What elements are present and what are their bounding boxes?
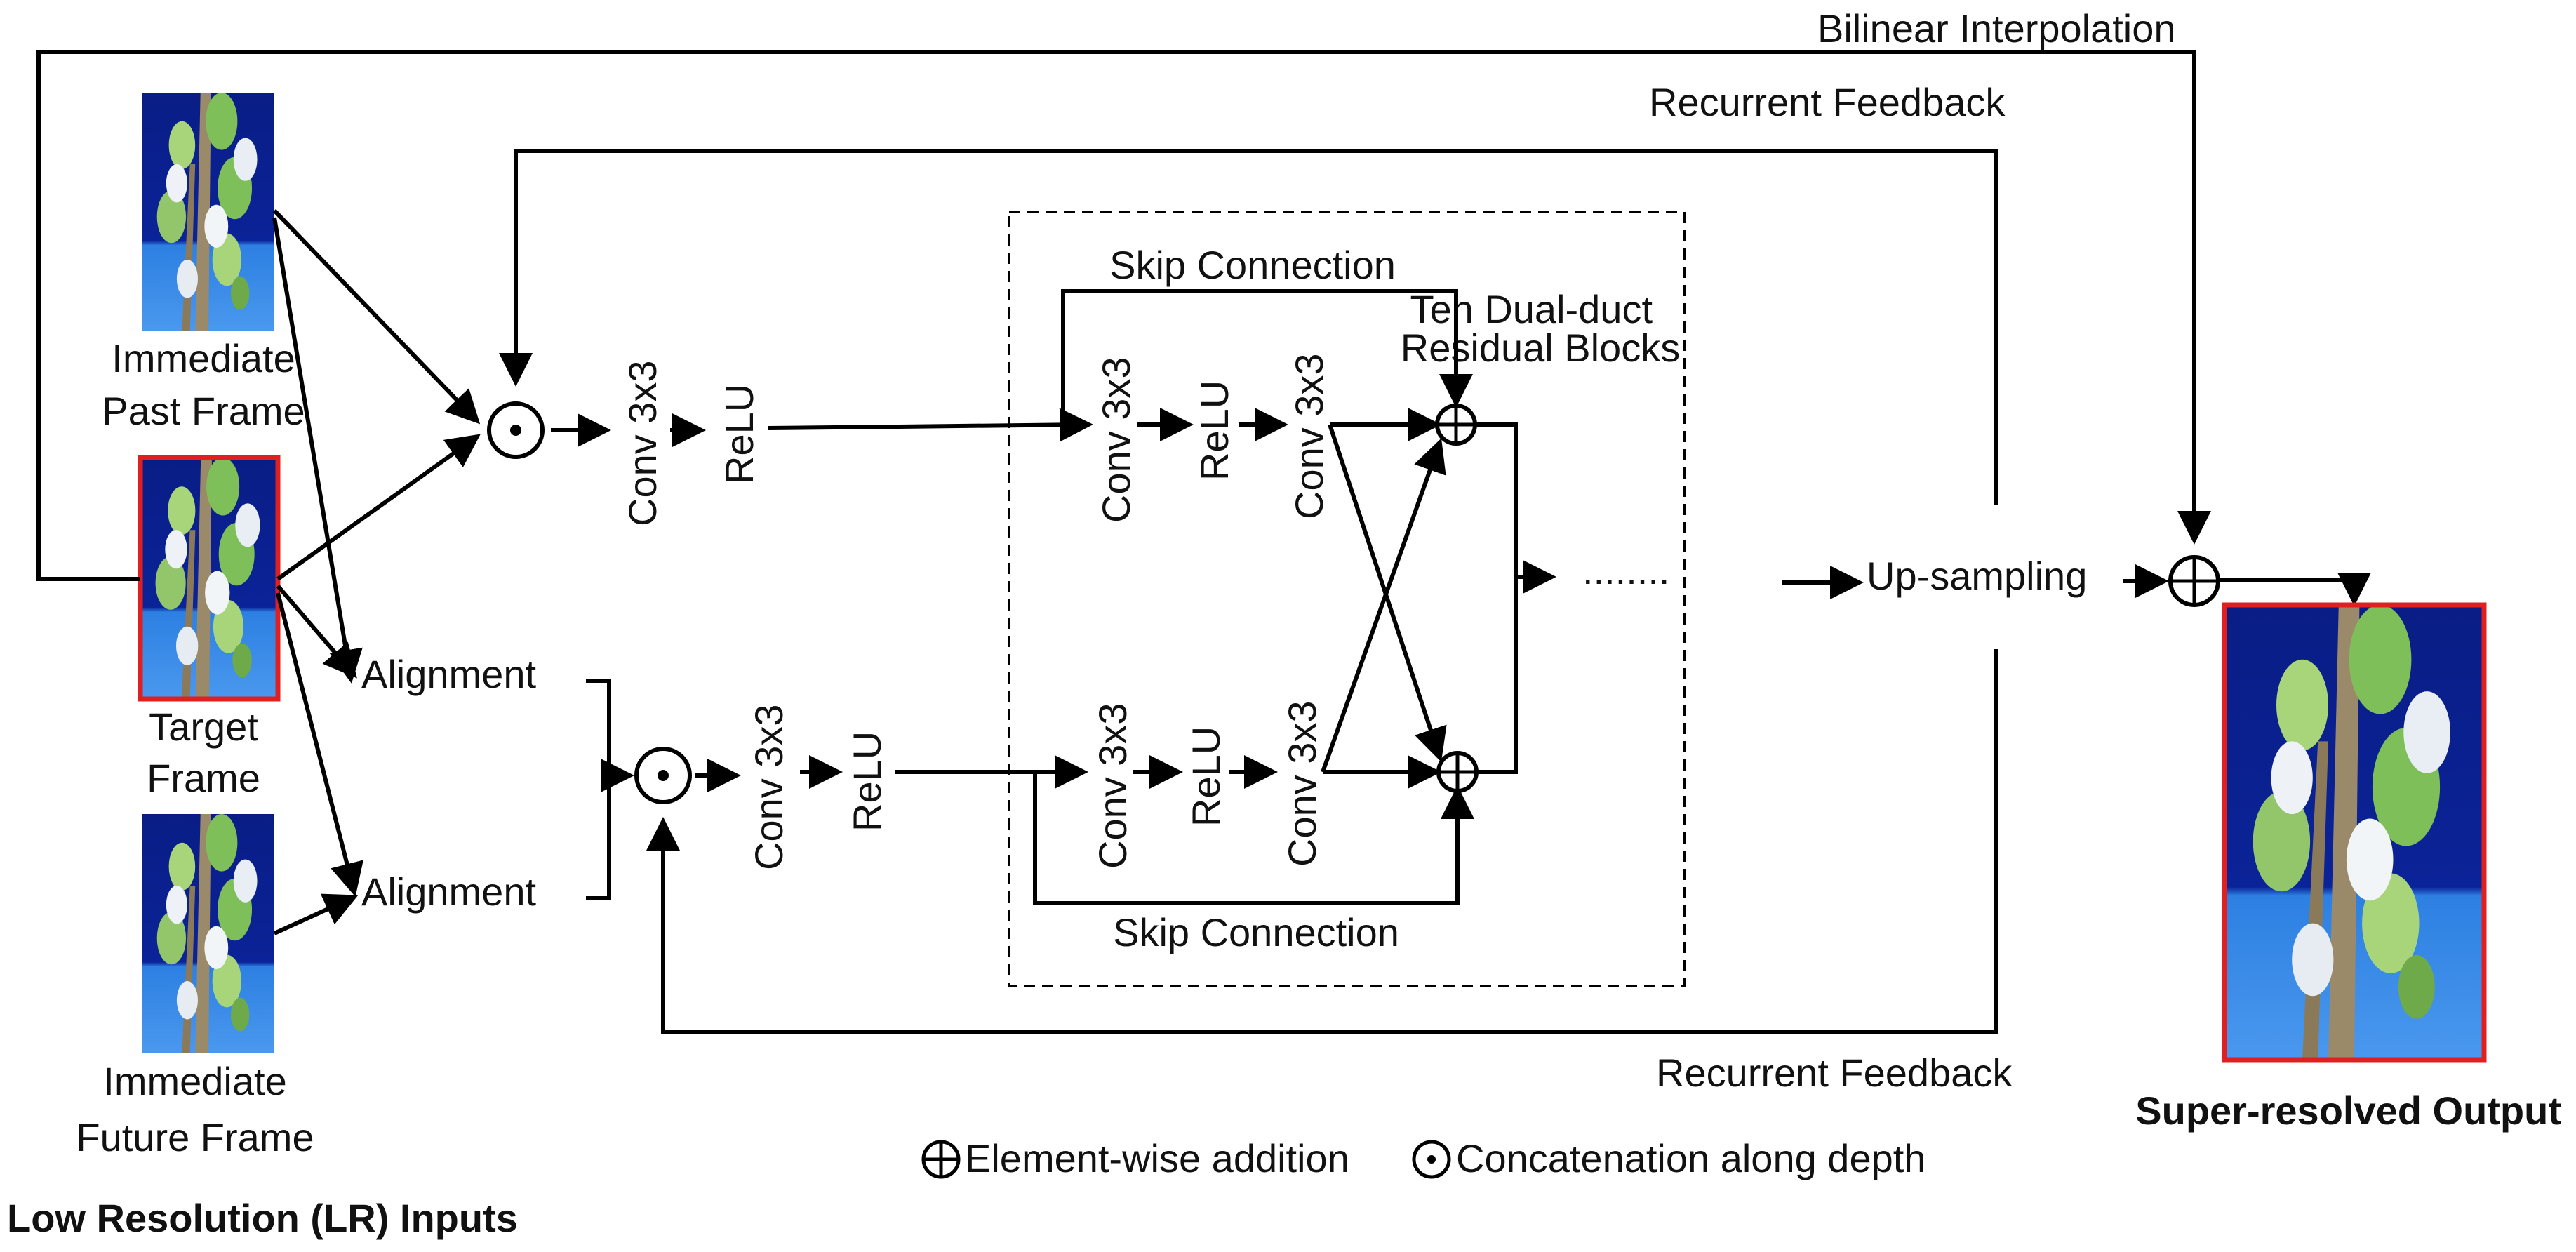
future-frame-image <box>142 814 274 1053</box>
alignment-a-label: Alignment <box>361 652 536 696</box>
add-top-icon <box>1435 404 1477 446</box>
legend: Element-wise addition Concatenation alon… <box>921 1136 1926 1180</box>
recurrent-feedback-top-label: Recurrent Feedback <box>1649 80 2006 124</box>
output-caption: Super-resolved Output <box>2135 1088 2561 1133</box>
bottom-duct-to-add-top-arrow <box>1321 438 1446 773</box>
future-frame-label-2: Future Frame <box>76 1115 314 1159</box>
conv-bottom-label: Conv 3x3 <box>747 704 791 870</box>
past-frame-label-1: Immediate <box>112 336 295 380</box>
target-to-alignment-b-arrow <box>276 592 363 897</box>
skip-connection-bottom-label: Skip Connection <box>1113 910 1399 954</box>
inner-conv-bottom-b-label: Conv 3x3 <box>1280 700 1324 867</box>
legend-concat-icon <box>1412 1140 1451 1179</box>
merge-bracket <box>1475 422 1518 774</box>
block-title-2: Residual Blocks <box>1401 326 1680 370</box>
skip-connection-top-label: Skip Connection <box>1109 243 1396 287</box>
target-to-concat-arrow <box>276 434 481 581</box>
target-to-alignment-a-arrow <box>276 585 357 679</box>
recurrent-feedback-bottom-path <box>646 649 1998 1034</box>
inner-conv-top-a-label: Conv 3x3 <box>1094 357 1138 523</box>
inputs-caption: Low Resolution (LR) Inputs <box>7 1196 518 1240</box>
add-bottom-icon <box>1436 751 1479 793</box>
target-frame-image <box>138 455 281 702</box>
past-frame-label-2: Past Frame <box>102 389 305 433</box>
block-title-1: Ten Dual-duct <box>1410 287 1653 331</box>
relu-to-block-top-arrow <box>768 408 1093 442</box>
recurrent-feedback-top-path <box>499 149 1998 505</box>
alignment-b-label: Alignment <box>361 870 536 914</box>
bilinear-path <box>36 50 2211 581</box>
dots-label: ........ <box>1582 548 1669 592</box>
alignment-bracket <box>586 679 611 900</box>
concat-top-icon <box>487 401 545 459</box>
output-add-icon <box>2168 555 2220 607</box>
residual-block-box <box>1008 211 1686 987</box>
inner-relu-bottom-label: ReLU <box>1184 726 1228 827</box>
concat-bottom-icon <box>634 747 692 804</box>
future-frame-label-1: Immediate <box>103 1059 286 1103</box>
add-to-output-arrow <box>2218 573 2371 606</box>
past-frame-image <box>142 93 274 331</box>
target-frame-label-2: Frame <box>147 756 260 800</box>
relu-top-label: ReLU <box>717 384 761 484</box>
target-frame-label-1: Target <box>149 705 258 749</box>
skip-connection-top-path <box>1061 289 1473 425</box>
recurrent-feedback-bottom-label: Recurrent Feedback <box>1656 1051 2013 1095</box>
legend-add-label: Element-wise addition <box>965 1136 1349 1180</box>
relu-bottom-label: ReLU <box>845 731 889 832</box>
legend-add-icon <box>921 1140 961 1179</box>
inner-relu-top-label: ReLU <box>1192 380 1236 481</box>
inner-conv-top-b-label: Conv 3x3 <box>1287 353 1331 519</box>
conv-top-label: Conv 3x3 <box>620 360 665 526</box>
inner-conv-bottom-a-label: Conv 3x3 <box>1090 702 1135 869</box>
legend-concat-label: Concatenation along depth <box>1456 1136 1926 1180</box>
past-to-alignment-arrow <box>272 217 363 684</box>
bilinear-label: Bilinear Interpolation <box>1817 6 2176 51</box>
skip-connection-bottom-path <box>1033 772 1474 905</box>
past-to-concat-arrow <box>272 208 481 425</box>
output-image <box>2222 602 2487 1063</box>
future-to-alignment-arrow <box>273 893 359 935</box>
upsampling-label: Up-sampling <box>1867 554 2087 598</box>
